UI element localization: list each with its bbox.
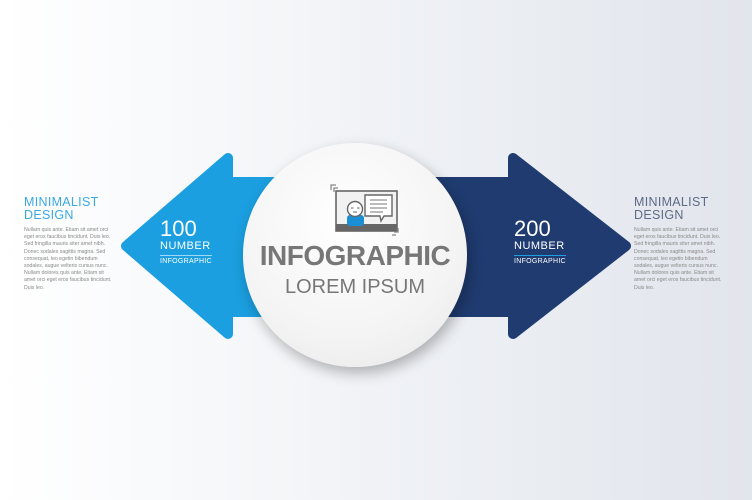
right-label: NUMBER [514, 240, 566, 256]
right-number: 200 [514, 216, 551, 241]
right-text-block: MINIMALIST DESIGN Nullam quis ante. Etia… [634, 196, 724, 292]
left-number: 100 [160, 216, 197, 241]
right-heading: MINIMALIST DESIGN [634, 195, 709, 222]
left-text-block: MINIMALIST DESIGN Nullam quis ante. Etia… [24, 196, 114, 292]
center-circle [243, 143, 467, 367]
right-number-block: 200 NUMBER INFOGRAPHIC [514, 218, 566, 265]
video-chat-icon [330, 184, 399, 236]
left-body: Nullam quis ante. Etiam sit amet orci eg… [24, 227, 112, 291]
right-sublabel: INFOGRAPHIC [514, 258, 566, 265]
center-subtitle: LOREM IPSUM [284, 276, 426, 298]
left-heading: MINIMALIST DESIGN [24, 195, 99, 222]
left-sublabel: INFOGRAPHIC [160, 258, 212, 265]
right-body: Nullam quis ante. Etiam sit amet orci eg… [634, 227, 722, 291]
center-title: INFOGRAPHIC [259, 240, 451, 271]
left-label: NUMBER [160, 240, 212, 256]
left-number-block: 100 NUMBER INFOGRAPHIC [160, 218, 212, 265]
